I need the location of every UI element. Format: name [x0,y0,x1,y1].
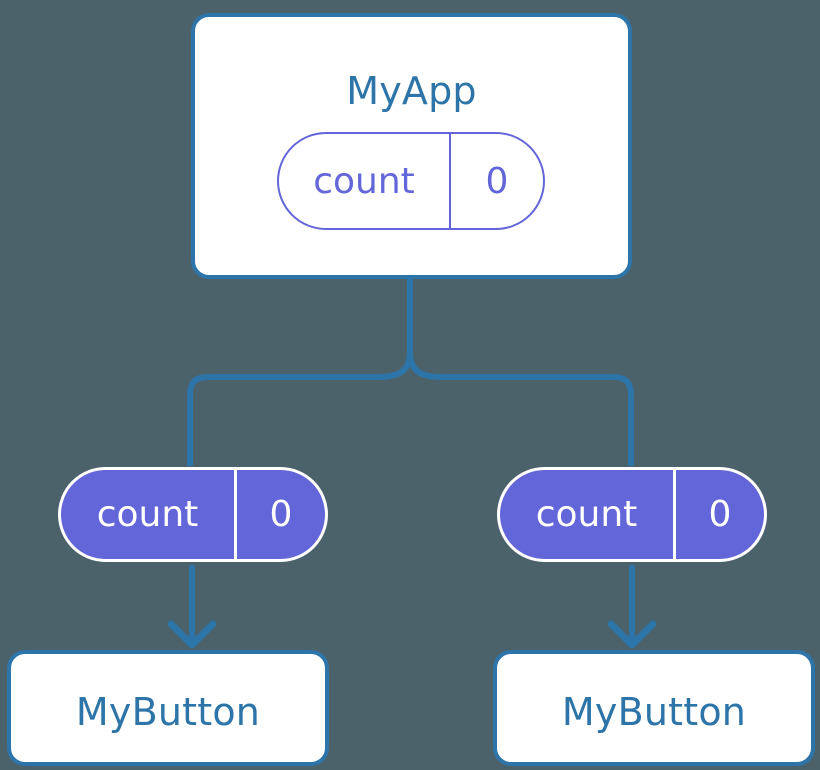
arrow-head-left [167,620,217,649]
component-label-myapp: MyApp [346,69,477,113]
branch-right-connector [407,351,634,466]
state-pill-myapp[interactable]: count 0 [277,132,545,230]
state-pill-child-left[interactable]: count 0 [58,467,328,562]
state-key-label: count [96,494,199,535]
state-value-label: 0 [234,470,325,559]
arrow-head-right [607,620,657,649]
branch-left-connector [187,351,413,466]
state-key-label: count [313,160,415,202]
component-box-mybutton-left[interactable]: MyButton [7,650,329,766]
component-label-mybutton: MyButton [75,690,261,734]
state-pill-child-right[interactable]: count 0 [497,467,767,562]
state-value-label: 0 [673,470,764,559]
component-label-mybutton: MyButton [561,690,747,734]
state-key-label: count [535,494,638,535]
component-box-mybutton-right[interactable]: MyButton [493,650,815,766]
state-value-label: 0 [449,134,543,228]
